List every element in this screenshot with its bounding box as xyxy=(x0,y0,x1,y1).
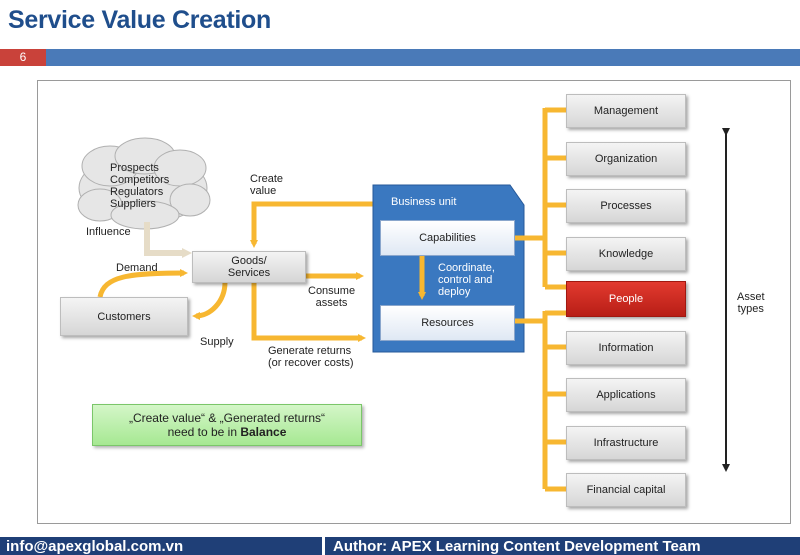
footer-separator xyxy=(322,537,325,555)
footer-author: Author: APEX Learning Content Developmen… xyxy=(333,538,701,555)
balance-note: „Create value“ & „Generated returns“ nee… xyxy=(92,404,362,446)
influence-label: Influence xyxy=(86,226,131,238)
customers-box: Customers xyxy=(60,297,188,336)
goods-services-box: Goods/ Services xyxy=(192,251,306,283)
cloud-label: Prospects Competitors Regulators Supplie… xyxy=(110,162,170,210)
asset-applications: Applications xyxy=(566,378,686,412)
business-unit-label: Business unit xyxy=(391,196,457,208)
footer-bar xyxy=(0,537,800,555)
demand-label: Demand xyxy=(116,262,158,274)
capabilities-box: Capabilities xyxy=(380,220,515,256)
asset-organization: Organization xyxy=(566,142,686,176)
asset-knowledge: Knowledge xyxy=(566,237,686,271)
asset-information: Information xyxy=(566,331,686,365)
asset-management: Management xyxy=(566,94,686,128)
coordinate-label: Coordinate, control and deploy xyxy=(438,262,495,298)
asset-financial-capital: Financial capital xyxy=(566,473,686,507)
create-value-label: Create value xyxy=(250,173,284,197)
page-number: 6 xyxy=(0,49,46,66)
consume-assets-label: Consume assets xyxy=(308,285,356,309)
generate-returns-label: Generate returns (or recover costs) xyxy=(268,345,354,369)
cloud-shape xyxy=(77,137,211,230)
asset-types-label: Asset types xyxy=(737,291,765,315)
asset-processes: Processes xyxy=(566,189,686,223)
resources-box: Resources xyxy=(380,305,515,341)
asset-infrastructure: Infrastructure xyxy=(566,426,686,460)
footer-email: info@apexglobal.com.vn xyxy=(6,538,184,555)
asset-people: People xyxy=(566,281,686,317)
page-title: Service Value Creation xyxy=(8,6,271,34)
title-bar xyxy=(0,49,800,66)
supply-label: Supply xyxy=(200,336,234,348)
